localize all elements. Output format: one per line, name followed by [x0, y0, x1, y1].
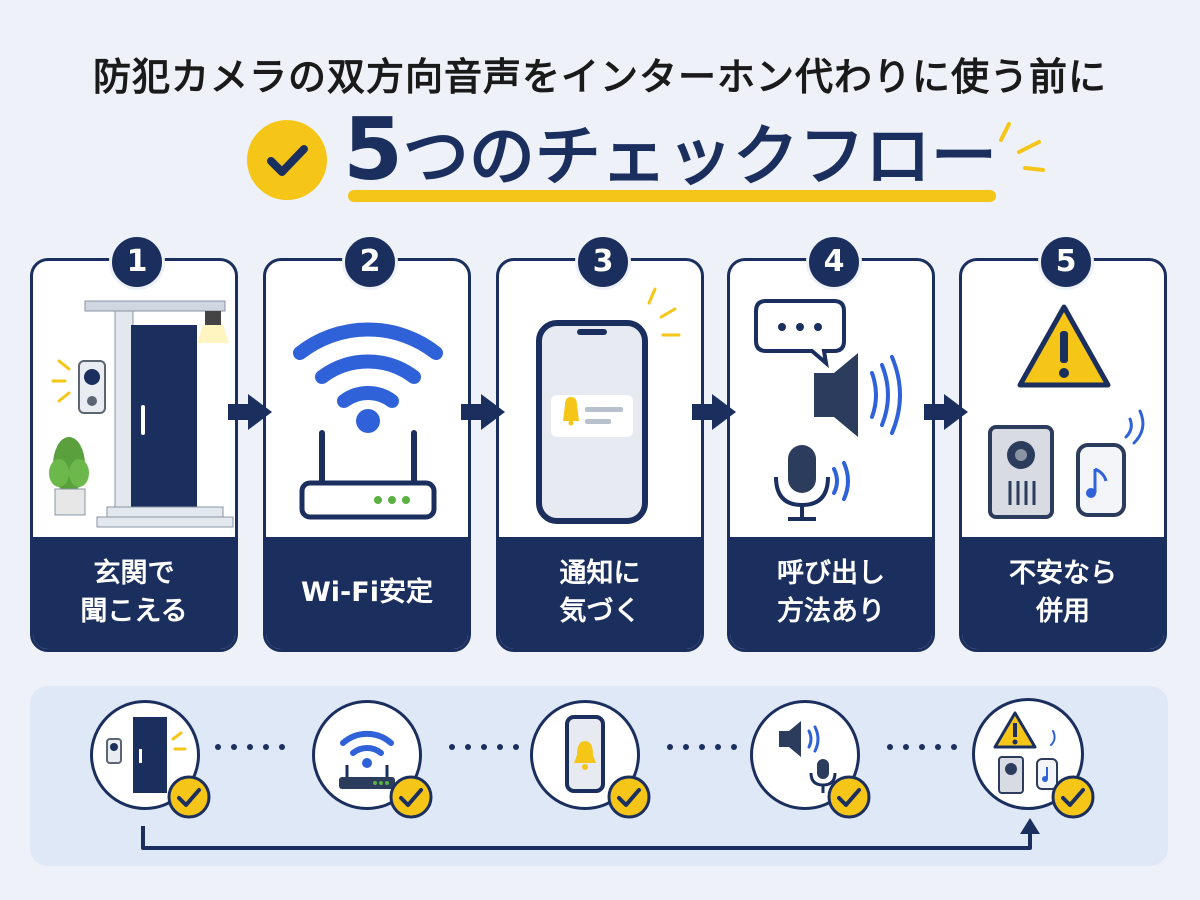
check-circle-icon: [389, 775, 433, 819]
step-card-4: 呼び出し 方法あり: [727, 258, 935, 652]
summary-door-circle: [90, 700, 211, 819]
door-with-camera-doorbell-icon: [49, 300, 234, 528]
subtitle-number: 5: [343, 100, 403, 200]
step-label-1: 玄関で 聞こえる: [33, 537, 235, 649]
summary-warning-circle: [972, 698, 1095, 819]
dotted-connector: [667, 744, 737, 750]
step-label-2-line1: Wi-Fi安定: [301, 577, 433, 608]
summary-wifi-circle: [312, 700, 433, 819]
step-label-2: Wi-Fi安定: [266, 537, 468, 649]
speaker-microphone-chat-icon: [754, 299, 902, 521]
arrow-right-icon: [461, 394, 505, 430]
check-badge-icon: [247, 120, 327, 200]
arrow-right-icon: [924, 394, 968, 430]
step-label-1-line1: 玄関で: [93, 558, 175, 589]
arrow-right-icon: [692, 394, 736, 430]
step-label-3-line2: 気づく: [559, 596, 641, 627]
warning-intercom-icon: [993, 711, 1058, 794]
subtitle-text: つのチェックフロー: [402, 118, 997, 195]
step-label-4-line2: 方法あり: [777, 596, 885, 627]
subtitle-underline: [348, 190, 996, 202]
summary-phone-circle: [530, 700, 651, 819]
step-number-3: 3: [575, 234, 631, 290]
sparkle-icon: [999, 122, 1045, 172]
smartphone-bell-icon: [565, 715, 605, 793]
check-circle-icon: [167, 775, 211, 819]
summary-speaker-circle: [750, 700, 871, 819]
step-card-3: 通知に 気づく: [496, 258, 704, 652]
step-number-4: 4: [806, 234, 862, 290]
subtitle: 5つのチェックフロー: [340, 100, 1000, 200]
step-label-4: 呼び出し 方法あり: [730, 537, 932, 649]
dotted-connector: [215, 744, 285, 750]
check-circle-icon: [607, 775, 651, 819]
step-label-1-line2: 聞こえる: [80, 596, 188, 627]
page-title: 防犯カメラの双方向音声をインターホン代わりに使う前に: [92, 55, 1107, 99]
warning-intercom-chime-icon: [988, 304, 1145, 519]
step-label-3-line1: 通知に: [559, 558, 641, 589]
step-label-5: 不安なら 併用: [962, 537, 1164, 649]
step-card-2: Wi-Fi安定: [263, 258, 471, 652]
dotted-connector: [887, 744, 957, 750]
step-label-3: 通知に 気づく: [499, 537, 701, 649]
smartphone-notification-icon: [536, 287, 681, 524]
step-label-5-line2: 併用: [1036, 596, 1090, 627]
check-circle-icon: [1051, 775, 1095, 819]
speaker-microphone-icon: [779, 721, 837, 793]
wifi-router-icon: [339, 730, 395, 789]
step-number-1: 1: [109, 234, 165, 290]
step-card-1: 玄関で 聞こえる: [30, 258, 238, 652]
dotted-connector: [449, 744, 519, 750]
wifi-router-icon: [293, 322, 443, 520]
step-card-5: 不安なら 併用: [959, 258, 1167, 652]
step-number-5: 5: [1038, 234, 1094, 290]
step-number-2: 2: [342, 234, 398, 290]
step-label-4-line1: 呼び出し: [777, 558, 885, 589]
arrow-right-icon: [228, 394, 272, 430]
door-icon: [106, 717, 187, 793]
check-circle-icon: [827, 775, 871, 819]
step-label-5-line1: 不安なら: [1009, 558, 1117, 589]
